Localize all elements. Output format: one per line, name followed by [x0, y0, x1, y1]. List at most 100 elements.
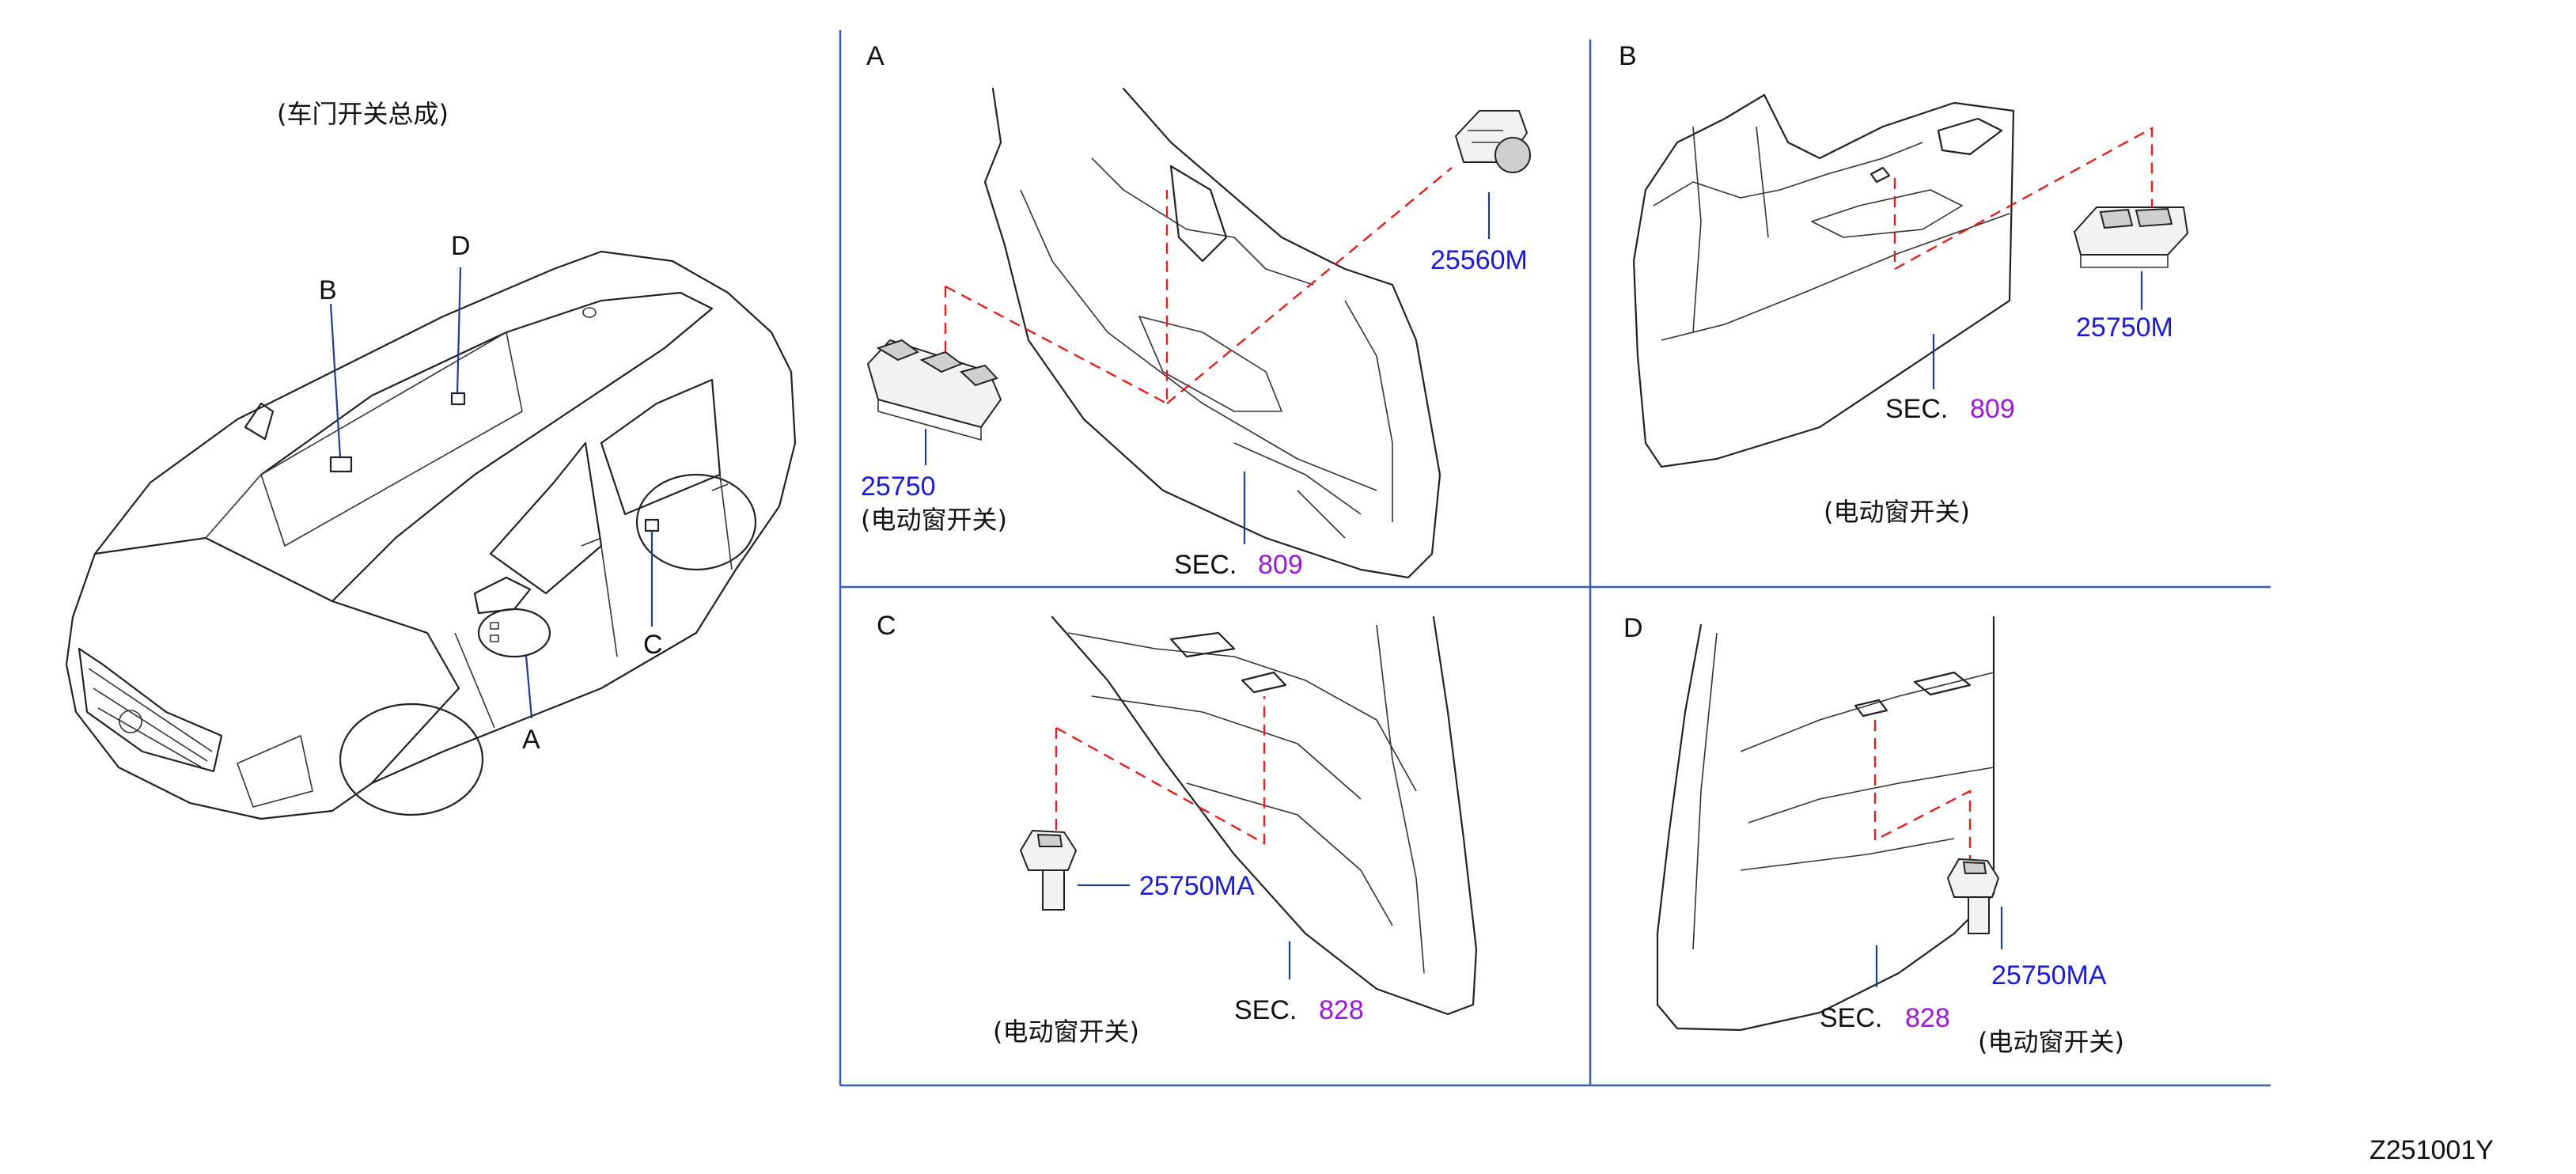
door-trim-d-upper-line [1740, 672, 1995, 752]
part-25750ma-d-drawing [1947, 858, 1999, 934]
door-trim-front-driver [983, 87, 1441, 579]
door-trim-c-edge [1376, 624, 1425, 974]
part-25750ma-c-drawing [1020, 830, 1077, 911]
panel-b-guide-lines [1893, 126, 2154, 271]
panel-b: B 25750M SEC. 809 (电动窗开关) [1619, 41, 2188, 527]
window-switch-b-buttons [2099, 207, 2173, 229]
window-switch-d-connector [1968, 896, 1990, 934]
switch-b-location [329, 456, 353, 473]
part-25560m-drawing [1455, 110, 1531, 173]
door-trim-d-switch-spot [1854, 699, 1888, 718]
door-trim-upper-line [1091, 157, 1314, 286]
part-25750-drawing [867, 339, 1002, 441]
panel-b-sec-number: 809 [1970, 394, 2015, 424]
car-door-handles [581, 483, 729, 547]
car-left-mirror [244, 402, 275, 441]
car-hood [93, 536, 460, 785]
car-front-window [489, 441, 603, 595]
part-25750-number: 25750 [861, 471, 936, 502]
door-trim-d-armrest [1748, 767, 1995, 824]
part-25750ma-c-number: 25750MA [1139, 871, 1255, 901]
car-emblem [119, 710, 142, 733]
door-trim-c-lower-line [1186, 782, 1393, 926]
callout-d-leader [456, 267, 462, 394]
callout-c-label: C [643, 630, 663, 660]
door-trim-b-switch-spot [1869, 166, 1891, 184]
window-switch-base [877, 400, 982, 441]
car-outline-drawing [65, 250, 797, 820]
door-pull-handle [1169, 165, 1228, 263]
callout-a-leader [525, 655, 533, 719]
vehicle-overview: (车门开关总成) [65, 99, 797, 820]
door-trim-d-handle [1913, 671, 1972, 696]
car-grille-bars [88, 668, 213, 768]
panel-b-sec-label: SEC. [1885, 394, 1948, 424]
door-trim-c-switch-spot [1241, 671, 1287, 694]
door-trim-edge [1344, 300, 1393, 522]
door-trim-b-outline [1632, 93, 2015, 468]
car-right-mirror [473, 576, 532, 615]
callout-b-label: B [319, 275, 337, 305]
part-25750m-drawing [2074, 206, 2188, 268]
window-switch-buttons [876, 339, 998, 387]
mirror-switch-knob [1494, 137, 1531, 173]
panel-d-letter: D [1623, 613, 1643, 643]
switch-d-location [450, 392, 466, 406]
panel-grid [839, 30, 2271, 1087]
panel-b-name: (电动窗开关) [1824, 497, 1970, 527]
part-25750ma-d-number: 25750MA [1991, 960, 2107, 990]
door-trim-lower-line [1233, 442, 1362, 539]
car-fog-light [237, 735, 313, 808]
callout-a-label: A [522, 725, 540, 755]
door-pocket [1138, 316, 1282, 412]
part-25750-name: (电动窗开关) [861, 505, 1007, 535]
overview-title: (车门开关总成) [277, 99, 449, 129]
panel-a: A 25560M 25750 (电动窗开关) [861, 41, 1531, 580]
door-trim-armrest-line [1020, 189, 1377, 491]
panel-a-sec-label: SEC. [1174, 550, 1237, 580]
panel-a-letter: A [866, 41, 885, 71]
switch-a-location [477, 608, 551, 658]
panel-c-guide-lines [1055, 696, 1266, 846]
panel-b-letter: B [1619, 41, 1637, 71]
window-switch-c-button [1036, 833, 1063, 847]
part-25750m-number: 25750M [2076, 312, 2173, 343]
drawing-code: Z251001Y [2370, 1135, 2494, 1165]
car-a-pillar [205, 474, 262, 539]
door-trim-c-handle [1169, 631, 1236, 658]
car-roof [259, 291, 714, 603]
switch-a-knob-1 [490, 622, 499, 630]
panel-c-sec-label: SEC. [1234, 995, 1297, 1025]
door-trim-c-armrest [1091, 695, 1362, 800]
panel-c-name: (电动窗开关) [993, 1017, 1139, 1047]
door-trim-b-pocket [1811, 189, 1963, 238]
car-door-lines [454, 474, 733, 729]
callout-b-leader [329, 303, 342, 458]
panel-a-guide-lines [944, 167, 1453, 405]
window-switch-c-connector [1042, 869, 1065, 911]
car-grille [78, 647, 223, 773]
door-trim-b-ribs [1692, 126, 1769, 333]
door-trim-rear-left [1656, 615, 1995, 1032]
panel-c: C 25750MA SEC. 828 (电动窗开关) [877, 611, 1478, 1047]
window-switch-c-body [1020, 830, 1077, 871]
car-rear-window [600, 378, 722, 516]
door-trim-front-passenger [1632, 93, 2015, 468]
panel-c-sec-number: 828 [1319, 995, 1364, 1025]
door-trim-d-outline [1656, 615, 1995, 1032]
switch-a-knob-2 [490, 634, 499, 642]
panel-d-guide-lines [1873, 720, 1972, 859]
car-body [65, 250, 797, 820]
door-trim-rear-right [1051, 615, 1478, 1016]
door-trim-c-outline [1051, 615, 1478, 1016]
car-sunroof [260, 331, 523, 547]
door-trim-d-ribs [1692, 632, 1955, 950]
panel-d-sec-number: 828 [1905, 1003, 1950, 1033]
car-front-wheel [339, 703, 484, 816]
callout-d-label: D [451, 231, 471, 261]
panel-d: D 25750MA SEC. 828 (电动窗开关) [1623, 613, 2124, 1057]
panel-a-sec-number: 809 [1258, 550, 1303, 580]
mirror-switch-ribs [1468, 130, 1503, 143]
car-rear-wheel [635, 473, 757, 571]
